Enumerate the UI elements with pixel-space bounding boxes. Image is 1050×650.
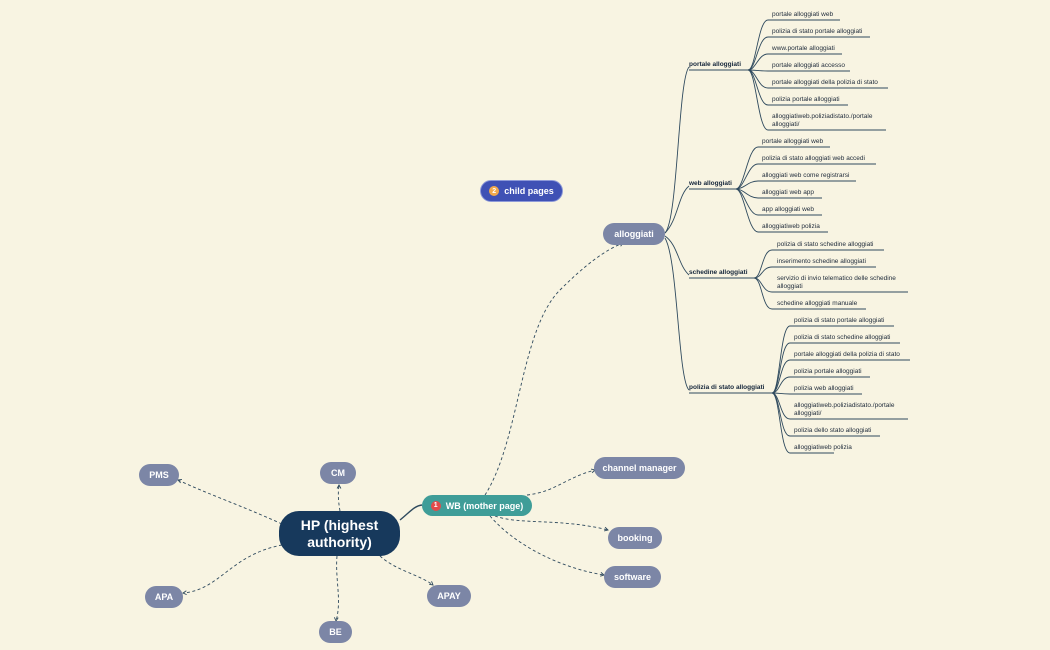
node-alloggiati[interactable]: alloggiati bbox=[603, 223, 665, 245]
connector-line bbox=[664, 237, 690, 391]
leaf-web-1[interactable]: portale alloggiati web bbox=[762, 138, 824, 145]
leaf-schedine-4[interactable]: schedine alloggiati manuale bbox=[777, 300, 858, 307]
leaf-polizia-4[interactable]: polizia portale alloggiati bbox=[794, 368, 862, 375]
arrow-head-icon bbox=[182, 590, 187, 596]
connector-line bbox=[735, 188, 828, 233]
node-booking[interactable]: booking bbox=[608, 527, 662, 549]
arrow-head-icon bbox=[336, 484, 342, 489]
connector-line bbox=[747, 69, 850, 72]
connector-line bbox=[771, 359, 910, 394]
leaf-schedine-3[interactable]: servizio di invio telematico delle sched… bbox=[777, 275, 896, 290]
connector-line bbox=[753, 277, 866, 310]
leaf-web-6[interactable]: alloggiatiweb polizia bbox=[762, 223, 820, 230]
child-pages-label: child pages bbox=[504, 186, 554, 196]
mother-page-label: WB (mother page) bbox=[445, 500, 524, 511]
connector-line bbox=[526, 469, 596, 496]
arrow-head-icon bbox=[604, 526, 609, 532]
connector-line bbox=[177, 479, 283, 525]
leaf-polizia-2[interactable]: polizia di stato schedine alloggiati bbox=[794, 334, 891, 341]
connector-line bbox=[771, 392, 834, 454]
group-portale-alloggiati[interactable]: portale alloggiati bbox=[689, 61, 742, 68]
leaf-portale-7[interactable]: alloggiatiweb.poliziadistato./portale al… bbox=[772, 113, 873, 128]
group-schedine-alloggiati[interactable]: schedine alloggiati bbox=[689, 269, 748, 276]
leaf-portale-2[interactable]: polizia di stato portale alloggiati bbox=[772, 28, 863, 35]
leaf-polizia-7[interactable]: polizia dello stato alloggiati bbox=[794, 427, 872, 434]
node-pms[interactable]: PMS bbox=[139, 464, 179, 486]
arrow-head-icon bbox=[177, 478, 183, 484]
connector-line bbox=[753, 266, 876, 279]
node-channel-manager[interactable]: channel manager bbox=[594, 457, 685, 479]
leaf-web-4[interactable]: alloggiati web app bbox=[762, 189, 815, 196]
connector-line bbox=[664, 235, 690, 276]
node-cm[interactable]: CM bbox=[320, 462, 356, 484]
connector-line bbox=[494, 515, 609, 531]
child-pages-node[interactable]: 2 child pages bbox=[480, 180, 563, 202]
leaf-polizia-8[interactable]: alloggiatiweb polizia bbox=[794, 444, 852, 451]
connector-line bbox=[489, 515, 605, 576]
connector-line bbox=[379, 555, 434, 586]
node-software[interactable]: software bbox=[604, 566, 661, 588]
leaf-polizia-6[interactable]: alloggiatiweb.poliziadistato./portale al… bbox=[794, 402, 895, 417]
connector-line bbox=[399, 504, 423, 521]
group-polizia-di-stato-alloggiati[interactable]: polizia di stato alloggiati bbox=[689, 384, 765, 391]
connector-line bbox=[337, 484, 341, 512]
root-label: HP (highest authority) bbox=[300, 516, 379, 550]
connector-line bbox=[747, 53, 842, 71]
leaf-schedine-2[interactable]: inserimento schedine alloggiati bbox=[777, 258, 866, 265]
connector-line bbox=[335, 555, 339, 622]
leaf-portale-3[interactable]: www.portale alloggiati bbox=[772, 45, 835, 52]
leaf-polizia-1[interactable]: polizia di stato portale alloggiati bbox=[794, 317, 885, 324]
leaf-web-3[interactable]: alloggiati web come registrarsi bbox=[762, 172, 850, 179]
leaf-web-2[interactable]: polizia di stato alloggiati web accedi bbox=[762, 155, 865, 162]
root-node[interactable]: HP (highest authority) bbox=[279, 511, 400, 556]
leaf-portale-4[interactable]: portale alloggiati accesso bbox=[772, 62, 845, 69]
connector-line bbox=[747, 69, 886, 131]
connector-line bbox=[747, 36, 870, 71]
connector-line bbox=[771, 376, 870, 394]
leaf-portale-5[interactable]: portale alloggiati della polizia di stat… bbox=[772, 79, 878, 86]
connector-line bbox=[664, 185, 690, 234]
connector-line bbox=[735, 146, 830, 190]
connector-line bbox=[735, 163, 876, 190]
leaf-schedine-1[interactable]: polizia di stato schedine alloggiati bbox=[777, 241, 874, 248]
connector-line bbox=[771, 392, 862, 395]
group-web-alloggiati[interactable]: web alloggiati bbox=[689, 180, 732, 187]
leaf-polizia-3[interactable]: portale alloggiati della polizia di stat… bbox=[794, 351, 900, 358]
connector-line bbox=[484, 242, 624, 496]
leaf-polizia-5[interactable]: polizia web alloggiati bbox=[794, 385, 854, 392]
connector-line bbox=[664, 66, 690, 234]
node-apa[interactable]: APA bbox=[145, 586, 183, 608]
connector-line bbox=[182, 544, 283, 594]
leaf-portale-6[interactable]: polizia portale alloggiati bbox=[772, 96, 840, 103]
node-apay[interactable]: APAY bbox=[427, 585, 471, 607]
node-be[interactable]: BE bbox=[319, 621, 352, 643]
priority-1-icon: 1 bbox=[430, 500, 441, 511]
connector-line bbox=[735, 180, 856, 190]
mother-page-node[interactable]: 1 WB (mother page) bbox=[422, 495, 532, 516]
priority-2-icon: 2 bbox=[489, 186, 500, 196]
leaf-web-5[interactable]: app alloggiati web bbox=[762, 206, 815, 213]
leaf-portale-1[interactable]: portale alloggiati web bbox=[772, 11, 834, 18]
connector-line bbox=[753, 249, 884, 279]
